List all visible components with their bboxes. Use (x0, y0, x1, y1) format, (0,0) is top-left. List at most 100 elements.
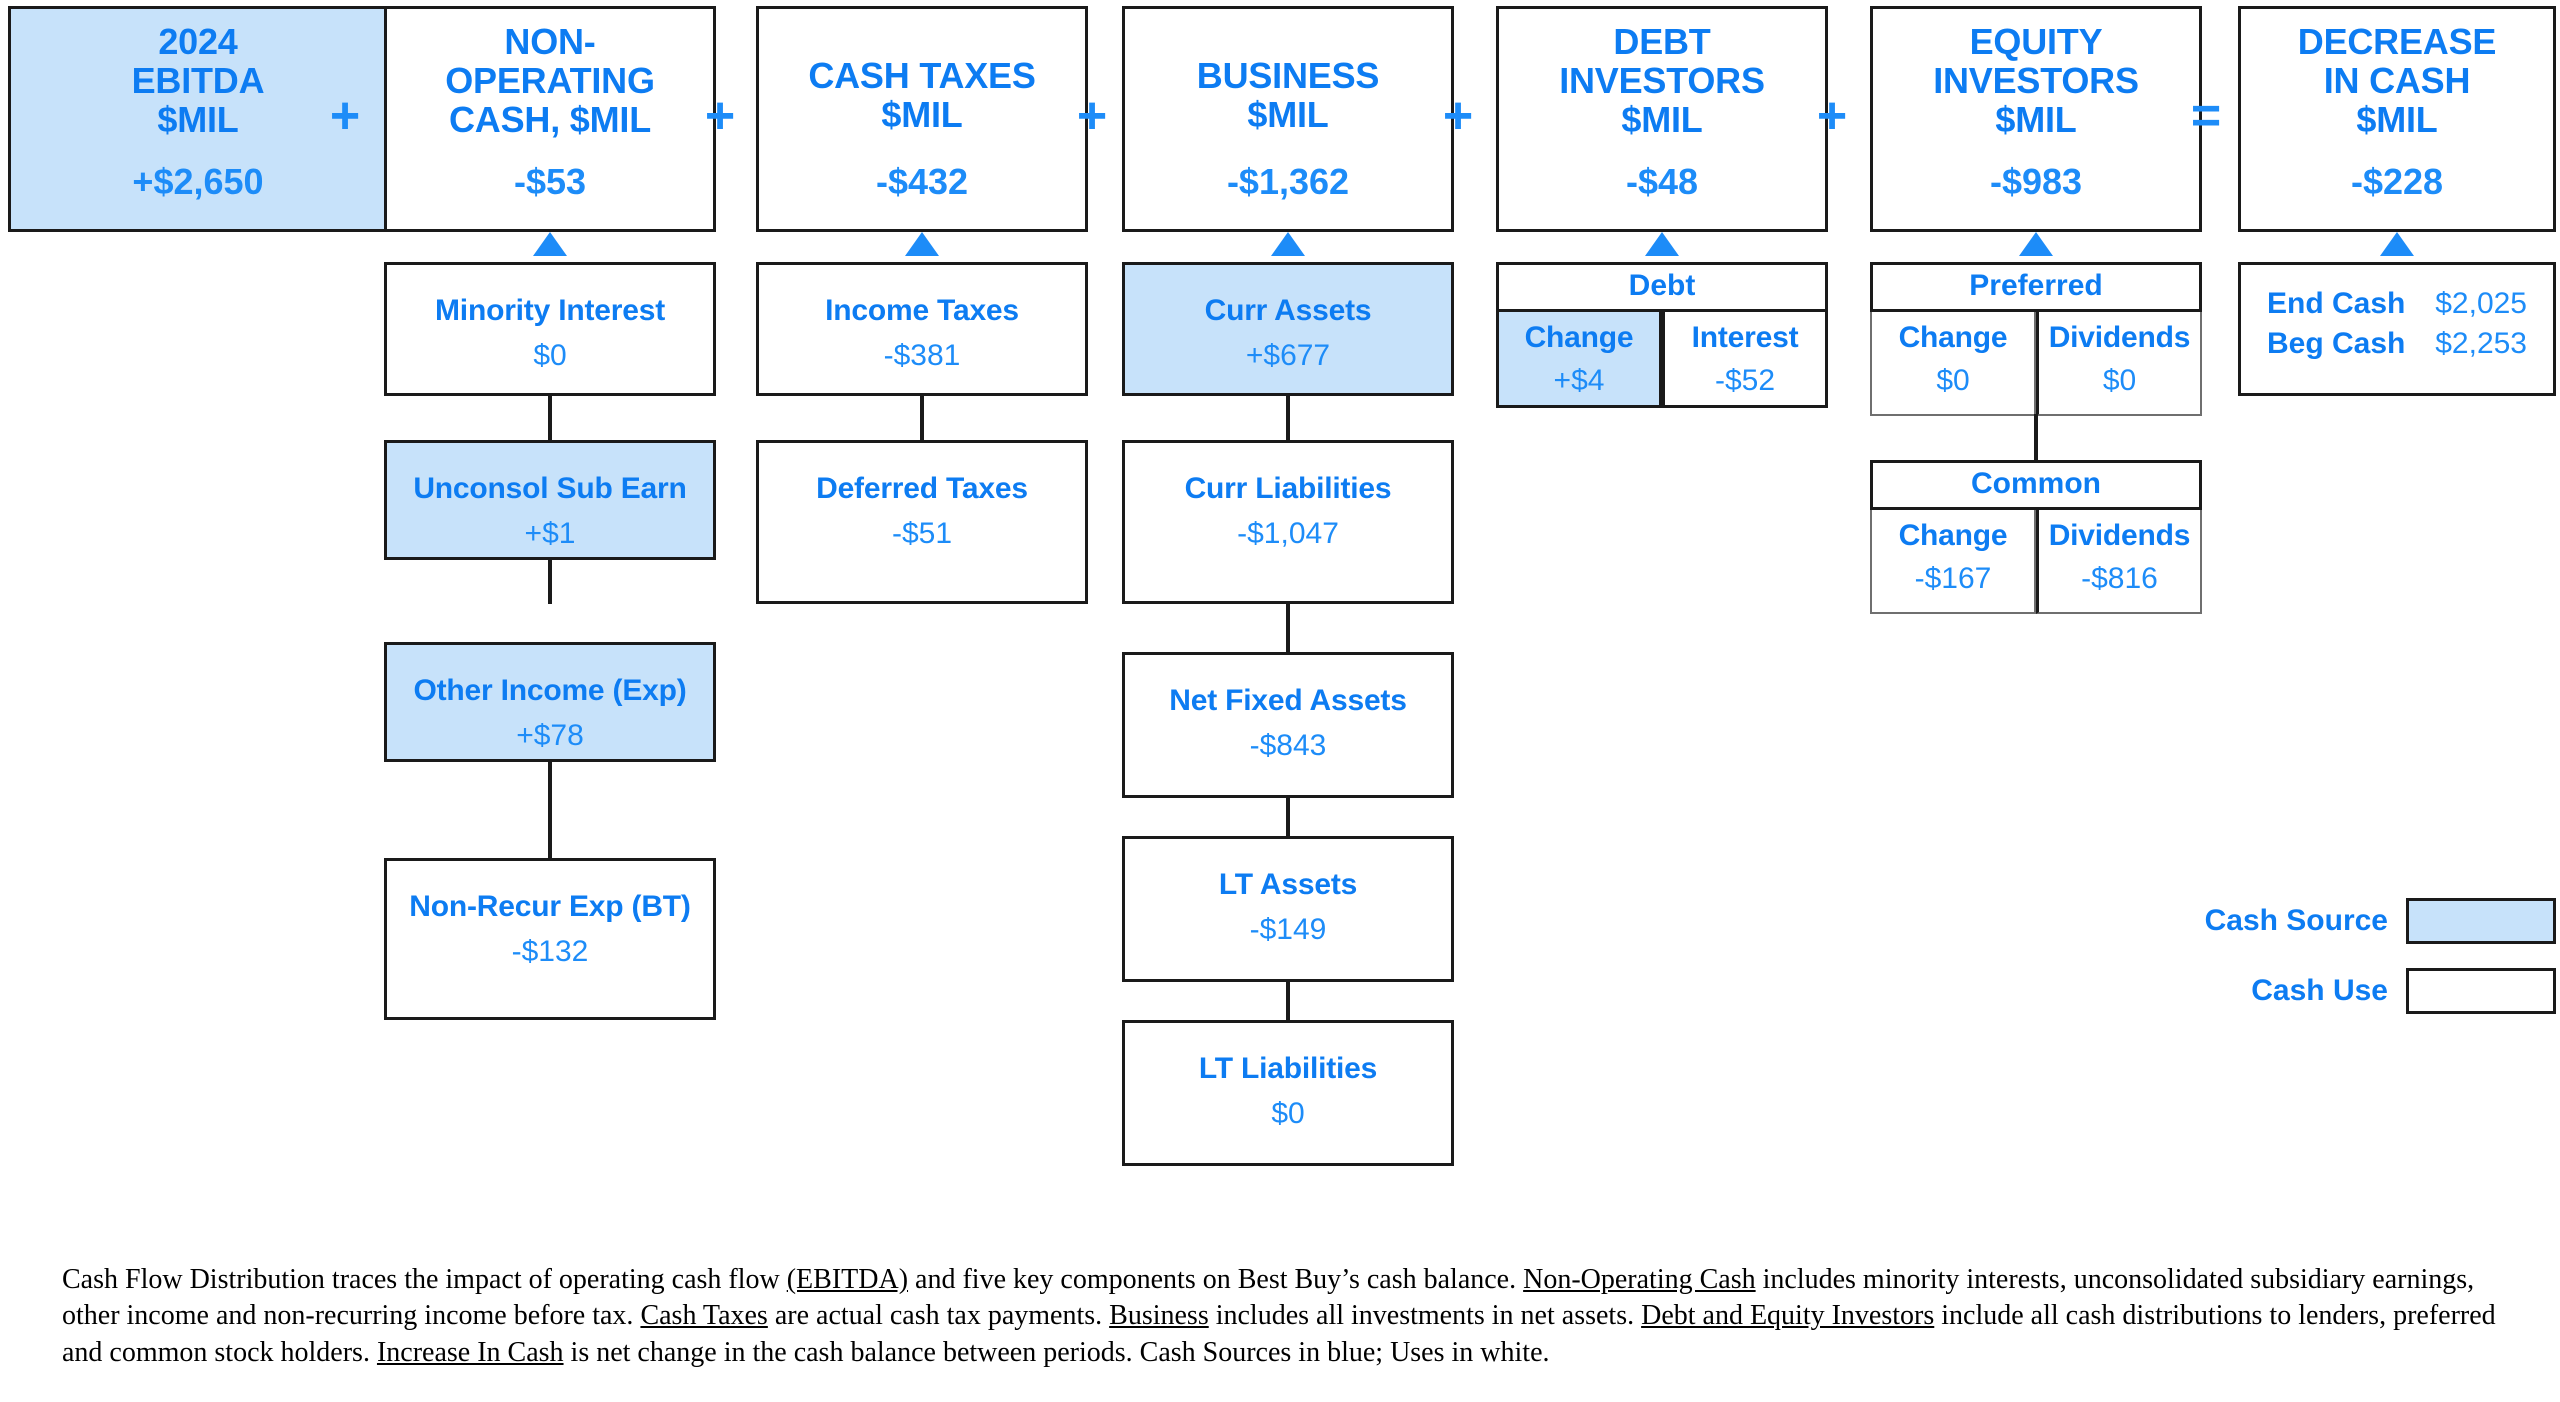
up-arrow-icon-non-operating-cash (533, 232, 567, 256)
footer-term-debt-equity-investors: Debt and Equity Investors (1641, 1300, 1935, 1332)
cash-summary-box[interactable]: End Cash $2,025 Beg Cash $2,253 (2238, 262, 2556, 396)
cell-header: Change (1898, 321, 2008, 354)
column-title-decrease-in-cash: DECREASE IN CASH $MIL (2297, 21, 2497, 140)
column-header-ebitda[interactable]: 2024 EBITDA $MIL +$2,650 (8, 6, 388, 232)
cell-value: $0 (1936, 364, 1970, 398)
column-value-ebitda: +$2,650 (132, 161, 264, 202)
common-dividends-cell[interactable]: Dividends -$816 (2036, 510, 2202, 614)
column-title-ebitda: 2024 EBITDA $MIL (131, 21, 265, 140)
sub-box-curr-liabilities[interactable]: Curr Liabilities -$1,047 (1122, 440, 1454, 604)
sub-box-value: $0 (533, 339, 567, 373)
sub-box-label: Curr Assets (1204, 294, 1372, 327)
footer-part-1: Cash Flow Distribution traces the impact… (62, 1264, 787, 1295)
debt-change-cell[interactable]: Change +$4 (1496, 312, 1662, 408)
preferred-dividends-cell[interactable]: Dividends $0 (2036, 312, 2202, 416)
title-line: $MIL (881, 93, 963, 135)
end-cash-amount: $2,025 (2435, 287, 2527, 320)
sub-box-lt-liabilities[interactable]: LT Liabilities $0 (1122, 1020, 1454, 1166)
sub-box-label: Minority Interest (435, 294, 665, 327)
common-change-cell[interactable]: Change -$167 (1870, 510, 2036, 614)
title-line: $MIL (1621, 98, 1703, 140)
title-line: DEBT (1613, 21, 1711, 62)
sub-box-minority-interest[interactable]: Minority Interest $0 (384, 262, 716, 396)
sub-box-curr-assets[interactable]: Curr Assets +$677 (1122, 262, 1454, 396)
footer-term-business: Business (1109, 1300, 1209, 1332)
sub-box-value: -$132 (511, 935, 589, 969)
connector-line (2034, 414, 2038, 460)
sub-box-unconsol-sub-earn[interactable]: Unconsol Sub Earn +$1 (384, 440, 716, 560)
up-arrow-icon-equity-investors (2019, 232, 2053, 256)
debt-table[interactable]: Debt Change +$4 Interest -$52 (1496, 262, 1828, 408)
sub-box-income-taxes[interactable]: Income Taxes -$381 (756, 262, 1088, 396)
cash-summary-row-beg: Beg Cash $2,253 (2267, 327, 2527, 361)
column-title-business: BUSINESS $MIL (1197, 23, 1380, 135)
cell-header: Change (1898, 519, 2008, 552)
title-line: OPERATING (445, 59, 655, 101)
sub-box-value: $0 (1271, 1097, 1305, 1131)
column-header-equity-investors[interactable]: EQUITY INVESTORS $MIL -$983 (1870, 6, 2202, 232)
legend-label-cash-use: Cash Use (2251, 974, 2388, 1007)
legend-label-cash-source: Cash Source (2204, 904, 2388, 937)
footer-note: Cash Flow Distribution traces the impact… (62, 1262, 2522, 1371)
sub-box-value: -$843 (1249, 729, 1327, 763)
column-title-cash-taxes: CASH TAXES $MIL (808, 23, 1036, 135)
title-line: IN CASH (2323, 59, 2471, 101)
up-arrow-icon-debt-investors (1645, 232, 1679, 256)
cell-value: -$167 (1914, 562, 1992, 596)
operator-plus-4: + (1442, 87, 1474, 145)
sub-box-label: LT Liabilities (1198, 1052, 1378, 1085)
preferred-table-row: Change $0 Dividends $0 (1870, 312, 2202, 416)
common-table[interactable]: Common Change -$167 Dividends -$816 (1870, 460, 2202, 614)
common-table-row: Change -$167 Dividends -$816 (1870, 510, 2202, 614)
operator-equals: = (2190, 87, 2222, 145)
legend-swatch-cash-use (2406, 968, 2556, 1014)
title-line: $MIL (2356, 98, 2438, 140)
cell-header: Dividends (2048, 519, 2191, 552)
footer-part-7: is net change in the cash balance betwee… (563, 1336, 1550, 1368)
column-header-decrease-in-cash[interactable]: DECREASE IN CASH $MIL -$228 (2238, 6, 2556, 232)
preferred-table-title: Preferred (1870, 262, 2202, 312)
title-line: INVESTORS (1933, 59, 2139, 101)
column-title-debt-investors: DEBT INVESTORS $MIL (1559, 21, 1765, 140)
up-arrow-icon-decrease-in-cash (2380, 232, 2414, 256)
up-arrow-icon-cash-taxes (905, 232, 939, 256)
cell-value: -$816 (2081, 562, 2158, 596)
debt-table-row: Change +$4 Interest -$52 (1496, 312, 1828, 408)
column-header-cash-taxes[interactable]: CASH TAXES $MIL -$432 (756, 6, 1088, 232)
title-line: EBITDA (131, 59, 265, 101)
preferred-change-cell[interactable]: Change $0 (1870, 312, 2036, 416)
title-line: 2024 (158, 21, 238, 62)
connector-line (1286, 604, 1290, 652)
sub-box-non-recur-exp-bt[interactable]: Non-Recur Exp (BT) -$132 (384, 858, 716, 1020)
operator-plus-3: + (1076, 87, 1108, 145)
sub-box-value: +$677 (1245, 339, 1331, 373)
sub-box-other-income-exp[interactable]: Other Income (Exp) +$78 (384, 642, 716, 762)
column-header-debt-investors[interactable]: DEBT INVESTORS $MIL -$48 (1496, 6, 1828, 232)
legend: Cash Source Cash Use (2150, 898, 2556, 1014)
sub-box-value: -$381 (883, 339, 961, 373)
title-line: DECREASE (2297, 21, 2497, 62)
debt-interest-cell[interactable]: Interest -$52 (1662, 312, 1828, 408)
preferred-table[interactable]: Preferred Change $0 Dividends $0 (1870, 262, 2202, 416)
sub-box-net-fixed-assets[interactable]: Net Fixed Assets -$843 (1122, 652, 1454, 798)
footer-part-4: are actual cash tax payments. (767, 1300, 1110, 1332)
sub-box-value: -$1,047 (1237, 517, 1339, 551)
sub-box-lt-assets[interactable]: LT Assets -$149 (1122, 836, 1454, 982)
sub-box-label: LT Assets (1218, 868, 1358, 901)
sub-box-value: -$149 (1249, 913, 1327, 947)
title-line: $MIL (157, 98, 239, 140)
column-header-non-operating-cash[interactable]: NON- OPERATING CASH, $MIL -$53 (384, 6, 716, 232)
column-header-business[interactable]: BUSINESS $MIL -$1,362 (1122, 6, 1454, 232)
connector-line (1286, 396, 1290, 440)
cell-header: Change (1524, 321, 1634, 354)
title-line: CASH TAXES (808, 55, 1036, 96)
column-value-non-operating-cash: -$53 (513, 161, 587, 202)
title-line: $MIL (1995, 98, 2077, 140)
cell-value: -$52 (1714, 364, 1776, 398)
connector-line (548, 396, 552, 440)
connector-line (548, 560, 552, 604)
footer-term-increase-in-cash: Increase In Cash (376, 1336, 564, 1368)
column-title-equity-investors: EQUITY INVESTORS $MIL (1933, 22, 2139, 140)
sub-box-deferred-taxes[interactable]: Deferred Taxes -$51 (756, 440, 1088, 604)
beg-cash-amount: $2,253 (2435, 327, 2527, 360)
